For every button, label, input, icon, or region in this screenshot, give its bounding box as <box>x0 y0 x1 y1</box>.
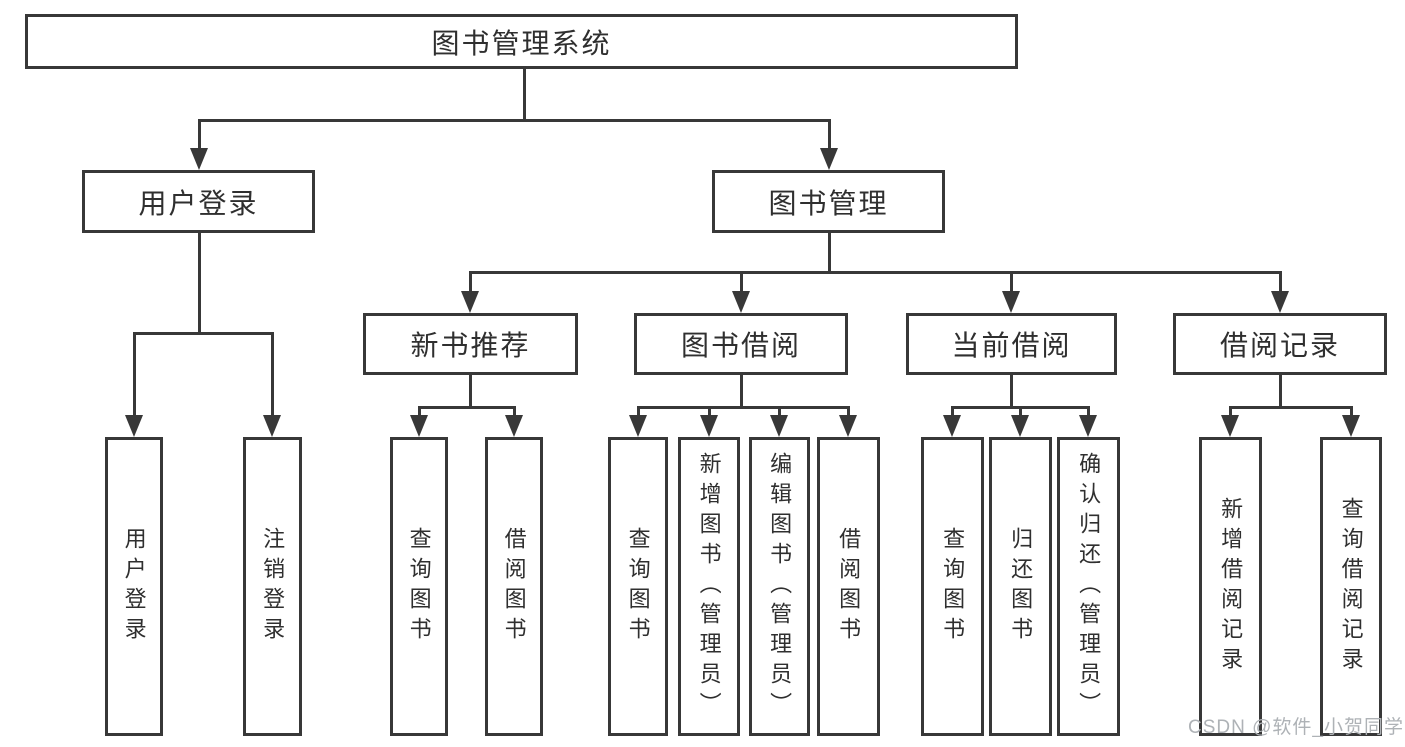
connector-line <box>828 119 831 150</box>
connector-line <box>133 332 273 335</box>
arrow-down-icon <box>505 415 523 437</box>
arrow-down-icon <box>1011 415 1029 437</box>
connector-line <box>513 406 516 417</box>
node-user-login-label: 用户登录 <box>138 187 259 219</box>
arrow-down-icon <box>1342 415 1360 437</box>
connector-line <box>637 406 640 417</box>
leaf-borrow-books-recommend-label: 借阅图书 <box>501 526 527 647</box>
leaf-add-book-admin: 新增图书（管理员） <box>678 437 740 736</box>
leaf-edit-book-admin: 编辑图书（管理员） <box>749 437 810 736</box>
connector-line <box>708 406 711 417</box>
connector-line <box>951 406 954 417</box>
arrow-down-icon <box>461 291 479 313</box>
arrow-down-icon <box>1002 291 1020 313</box>
node-new-book-recommend-label: 新书推荐 <box>410 330 531 361</box>
connector-line <box>1279 373 1282 409</box>
connector-line <box>418 406 421 417</box>
connector-line <box>1229 406 1232 417</box>
connector-line <box>469 271 1281 274</box>
leaf-borrow-books-recommend: 借阅图书 <box>485 437 543 736</box>
node-book-management-label: 图书管理 <box>768 187 889 219</box>
leaf-return-book: 归还图书 <box>989 437 1052 736</box>
node-user-login: 用户登录 <box>82 170 315 233</box>
connector-line <box>198 119 831 122</box>
connector-line <box>740 373 743 409</box>
arrow-down-icon <box>820 148 838 170</box>
connector-line <box>271 332 274 416</box>
node-book-borrow: 图书借阅 <box>634 313 848 375</box>
arrow-down-icon <box>1271 291 1289 313</box>
leaf-add-borrow-record-label: 新增借阅记录 <box>1218 496 1244 677</box>
arrow-down-icon <box>125 415 143 437</box>
connector-line <box>1010 271 1013 293</box>
connector-line <box>778 406 781 417</box>
arrow-down-icon <box>700 415 718 437</box>
leaf-add-book-admin-label: 新增图书（管理员） <box>696 451 722 722</box>
leaf-query-books-current-label: 查询图书 <box>940 526 966 647</box>
arrow-down-icon <box>410 415 428 437</box>
node-root-label: 图书管理系统 <box>431 27 612 59</box>
node-borrow-records: 借阅记录 <box>1173 313 1387 375</box>
connector-line <box>1229 406 1353 409</box>
node-current-borrow: 当前借阅 <box>906 313 1117 375</box>
node-book-management: 图书管理 <box>712 170 945 233</box>
connector-line <box>523 69 526 121</box>
leaf-confirm-return-admin: 确认归还（管理员） <box>1057 437 1120 736</box>
arrow-down-icon <box>1079 415 1097 437</box>
leaf-query-borrow-record: 查询借阅记录 <box>1320 437 1382 736</box>
connector-line <box>828 233 831 274</box>
connector-line <box>133 332 136 416</box>
arrow-down-icon <box>770 415 788 437</box>
connector-line <box>740 271 743 293</box>
leaf-user-login-label: 用户登录 <box>121 526 147 647</box>
leaf-query-books-borrow-label: 查询图书 <box>625 526 651 647</box>
node-root: 图书管理系统 <box>25 14 1018 69</box>
connector-line <box>469 271 472 293</box>
connector-line <box>847 406 850 417</box>
arrow-down-icon <box>263 415 281 437</box>
connector-line <box>418 406 516 409</box>
connector-line <box>469 373 472 409</box>
leaf-return-book-label: 归还图书 <box>1008 526 1034 647</box>
arrow-down-icon <box>190 148 208 170</box>
arrow-down-icon <box>943 415 961 437</box>
connector-line <box>1019 406 1022 417</box>
leaf-confirm-return-admin-label: 确认归还（管理员） <box>1076 451 1102 722</box>
connector-line <box>637 406 850 409</box>
leaf-user-login: 用户登录 <box>105 437 163 736</box>
connector-line <box>1010 373 1013 409</box>
leaf-edit-book-admin-label: 编辑图书（管理员） <box>767 451 793 722</box>
watermark: CSDN @软件_小贺同学 <box>1188 717 1404 738</box>
leaf-add-borrow-record: 新增借阅记录 <box>1199 437 1262 736</box>
leaf-logout-label: 注销登录 <box>260 526 286 647</box>
arrow-down-icon <box>732 291 750 313</box>
connector-line <box>198 233 201 335</box>
leaf-query-borrow-record-label: 查询借阅记录 <box>1338 496 1364 677</box>
arrow-down-icon <box>629 415 647 437</box>
connector-line <box>1350 406 1353 417</box>
leaf-borrow-books: 借阅图书 <box>817 437 880 736</box>
connector-line <box>1087 406 1090 417</box>
node-book-borrow-label: 图书借阅 <box>680 330 801 361</box>
arrow-down-icon <box>1221 415 1239 437</box>
node-new-book-recommend: 新书推荐 <box>363 313 578 375</box>
node-borrow-records-label: 借阅记录 <box>1219 330 1340 361</box>
connector-line <box>1279 271 1282 293</box>
leaf-query-books-current: 查询图书 <box>921 437 984 736</box>
leaf-query-books-borrow: 查询图书 <box>608 437 668 736</box>
leaf-borrow-books-label: 借阅图书 <box>836 526 862 647</box>
node-current-borrow-label: 当前借阅 <box>951 330 1072 361</box>
arrow-down-icon <box>839 415 857 437</box>
leaf-logout: 注销登录 <box>243 437 302 736</box>
connector-line <box>198 119 201 150</box>
leaf-query-books-recommend: 查询图书 <box>390 437 448 736</box>
leaf-query-books-recommend-label: 查询图书 <box>406 526 432 647</box>
